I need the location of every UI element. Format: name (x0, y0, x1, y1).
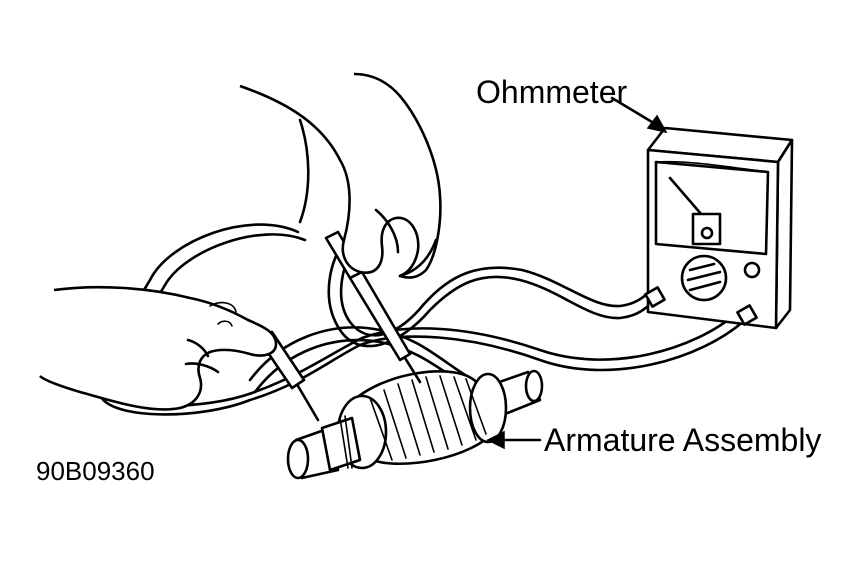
meter-dial-window (654, 160, 770, 256)
ohmmeter-arrow-icon (610, 96, 668, 134)
zero-adjust-icon (743, 261, 761, 279)
armature-assembly (286, 369, 544, 480)
figure-code: 90B09360 (36, 456, 155, 486)
hand-top-icon (239, 72, 442, 279)
armature-arrow-icon (486, 430, 542, 450)
ohmmeter-device (644, 126, 794, 330)
ohmmeter-label: Ohmmeter (476, 74, 628, 110)
hand-left-icon (39, 285, 278, 411)
range-knob-icon (680, 254, 728, 302)
armature-assembly-label: Armature Assembly (544, 422, 822, 458)
terminal-right-icon (736, 304, 758, 326)
terminal-left-icon (644, 286, 666, 308)
